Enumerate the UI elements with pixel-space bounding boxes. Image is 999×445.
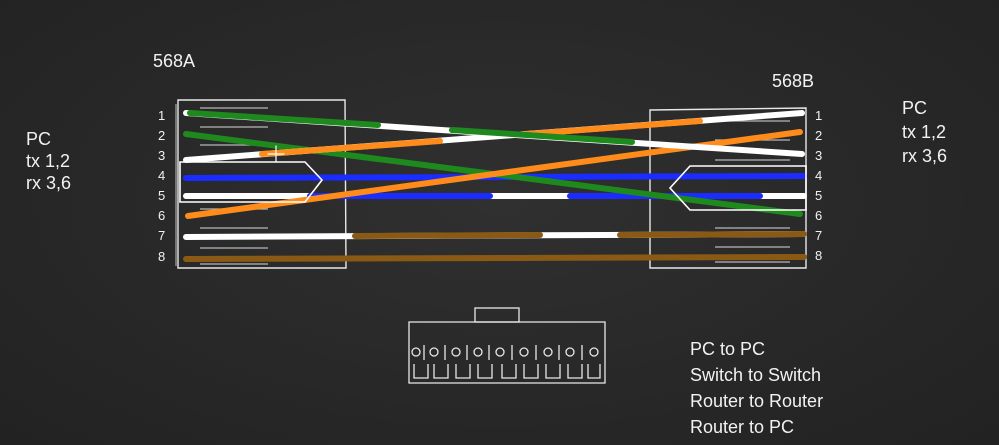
cursor-cross-icon — [267, 145, 285, 163]
wire-pin7-brown-stripe-a — [352, 232, 543, 239]
right-pin-4: 4 — [815, 168, 823, 183]
right-device-name: PC — [902, 98, 928, 118]
right-rj45-plug — [649, 107, 807, 269]
right-pin-1: 1 — [815, 108, 823, 123]
right-pins-4-5-highlight — [668, 165, 807, 211]
use-case-item: Router to PC — [690, 417, 795, 437]
left-plug-contact-lines — [200, 107, 268, 265]
left-standard-label: 568A — [153, 51, 196, 71]
left-pin-7: 7 — [158, 228, 166, 243]
right-device-rx: rx 3,6 — [902, 146, 948, 166]
right-device-tx: tx 1,2 — [902, 122, 947, 142]
left-pin-3: 3 — [158, 148, 166, 163]
wire-L1-green-stripe-b — [449, 127, 635, 145]
right-standard-label: 568B — [772, 71, 815, 91]
left-pin-5: 5 — [158, 188, 166, 203]
left-device-name: PC — [26, 129, 52, 149]
socket-contact-boxes — [413, 364, 601, 379]
right-pin-8: 8 — [815, 248, 823, 263]
socket-pin-ticks — [423, 345, 583, 360]
wire-L3-orange-stripe-b — [512, 118, 703, 138]
wire-pin7-brown-stripe-b — [617, 231, 807, 238]
left-device-tx: tx 1,2 — [26, 151, 71, 171]
use-case-item: PC to PC — [690, 339, 766, 359]
socket-pin-circles — [411, 347, 599, 357]
wire-L1-green-stripe-a — [187, 110, 381, 128]
left-device-rx: rx 3,6 — [26, 173, 72, 193]
left-pin-4: 4 — [158, 168, 166, 183]
left-rj45-plug — [175, 99, 347, 269]
right-pin-3: 3 — [815, 148, 823, 163]
left-pin-8: 8 — [158, 249, 166, 264]
left-pin-1: 1 — [158, 108, 166, 123]
use-case-item: Switch to Switch — [690, 365, 822, 385]
right-pin-2: 2 — [815, 128, 823, 143]
right-pin-6: 6 — [815, 208, 823, 223]
right-pin-5: 5 — [815, 188, 823, 203]
use-case-item: Router to Router — [690, 391, 824, 411]
wire-L3-orange-stripe-a — [259, 138, 443, 157]
use-cases-list: PC to PC Switch to Switch Router to Rout… — [690, 336, 823, 440]
right-pin-7: 7 — [815, 228, 823, 243]
left-pin-2: 2 — [158, 128, 166, 143]
rj45-socket-sketch — [408, 307, 606, 384]
wire-pin8-brown — [183, 254, 807, 262]
left-pins-4-5-highlight — [179, 161, 324, 203]
left-pin-6: 6 — [158, 208, 166, 223]
crossed-wires — [183, 110, 805, 219]
straight-wires — [183, 173, 807, 262]
